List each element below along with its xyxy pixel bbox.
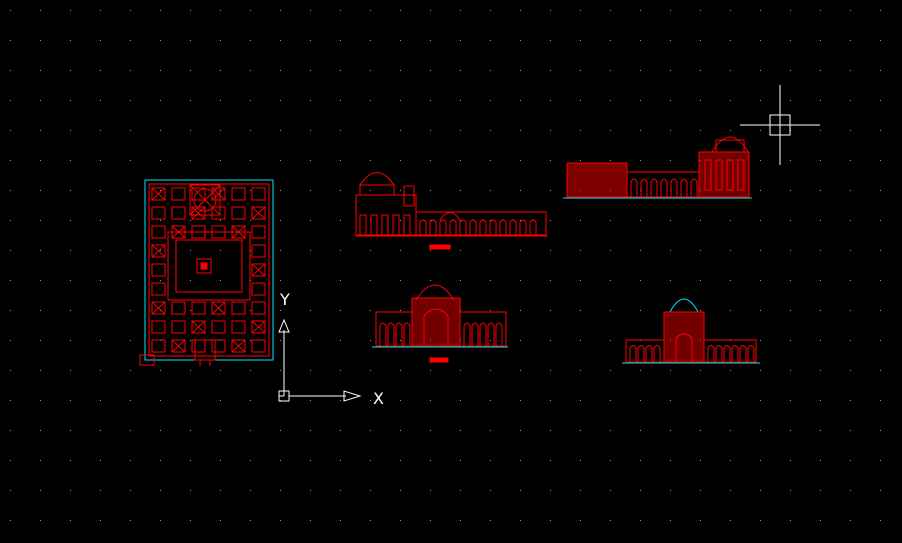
elevation-4-drawing[interactable] — [622, 298, 760, 364]
elevation-3-drawing[interactable] — [372, 284, 508, 363]
grid-dots — [10, 10, 881, 521]
ucs-x-label: X — [373, 389, 384, 408]
crosshair-cursor — [740, 85, 820, 165]
floor-plan-drawing[interactable] — [139, 179, 274, 366]
elevation-2-drawing[interactable] — [563, 136, 752, 199]
elevation-1-drawing[interactable] — [355, 172, 548, 250]
ucs-icon — [278, 318, 362, 402]
ucs-y-label: Y — [279, 290, 290, 309]
